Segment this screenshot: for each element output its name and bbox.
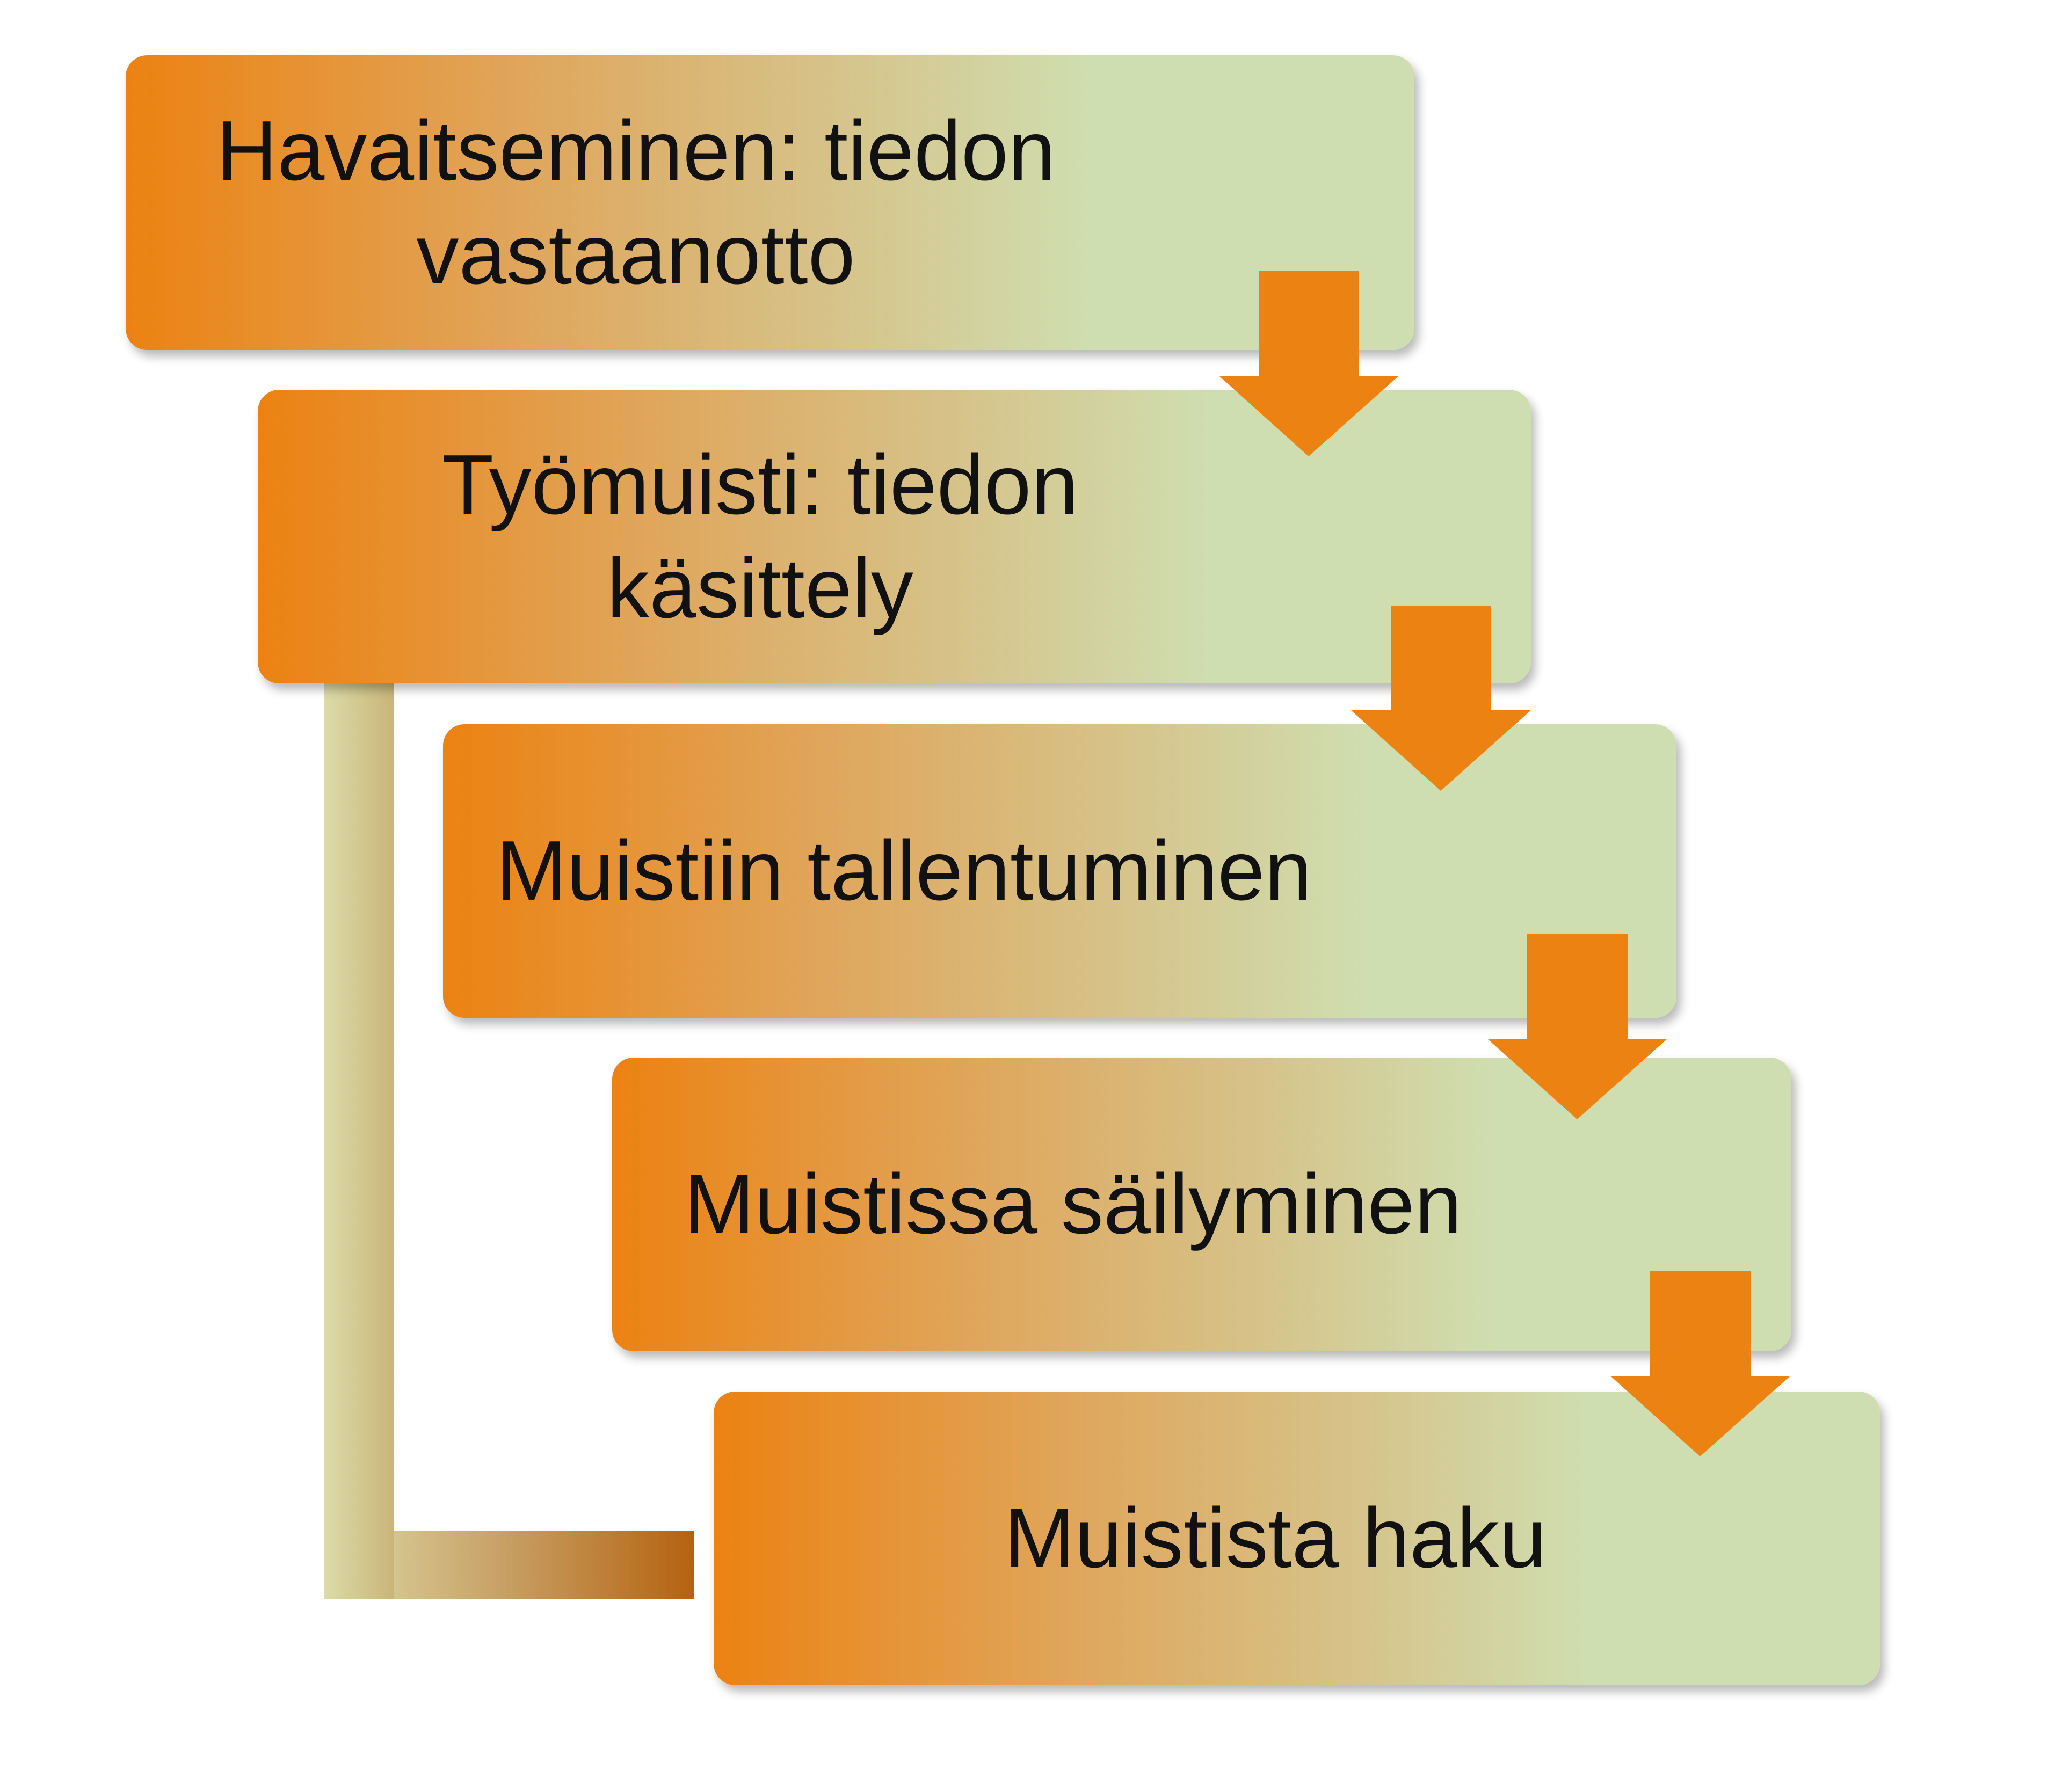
step-storage: Muistissa säilyminen <box>612 1058 1791 1351</box>
down-arrow-3 <box>1487 934 1667 1119</box>
step-label: Havaitseminen: tiedon <box>216 103 1056 198</box>
step-label: Muistista haku <box>1004 1491 1546 1586</box>
down-arrow-1 <box>1219 271 1399 456</box>
step-label: käsittely <box>607 541 913 636</box>
step-label: Muistiin tallentuminen <box>496 824 1312 919</box>
step-label: Työmuisti: tiedon <box>441 437 1079 532</box>
step-encoding: Muistiin tallentuminen <box>443 724 1676 1018</box>
down-arrow-2 <box>1351 606 1531 791</box>
down-arrow-4 <box>1610 1271 1790 1456</box>
step-label: vastaanotto <box>416 207 855 302</box>
step-label: Muistissa säilyminen <box>684 1157 1462 1252</box>
